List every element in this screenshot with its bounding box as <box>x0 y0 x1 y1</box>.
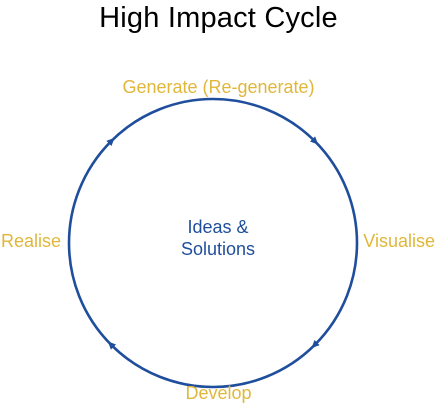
center-label-line2: Solutions <box>180 239 256 259</box>
arrow-bottom-right-icon <box>311 340 320 349</box>
stage-develop: Develop <box>185 383 252 403</box>
stage-realise: Realise <box>1 231 62 251</box>
cycle-arrows <box>106 136 320 350</box>
center-label: Ideas & Solutions <box>118 216 318 260</box>
arrow-bottom-left-icon <box>107 341 116 350</box>
center-label-line1: Ideas & <box>187 217 249 237</box>
arrow-top-right-icon <box>310 136 319 145</box>
cycle-circle <box>67 97 359 389</box>
stage-generate: Generate (Re-generate) <box>122 77 315 97</box>
stage-visualise: Visualise <box>363 231 435 251</box>
arrow-top-left-icon <box>106 137 115 146</box>
page-title: High Impact Cycle <box>99 2 338 34</box>
